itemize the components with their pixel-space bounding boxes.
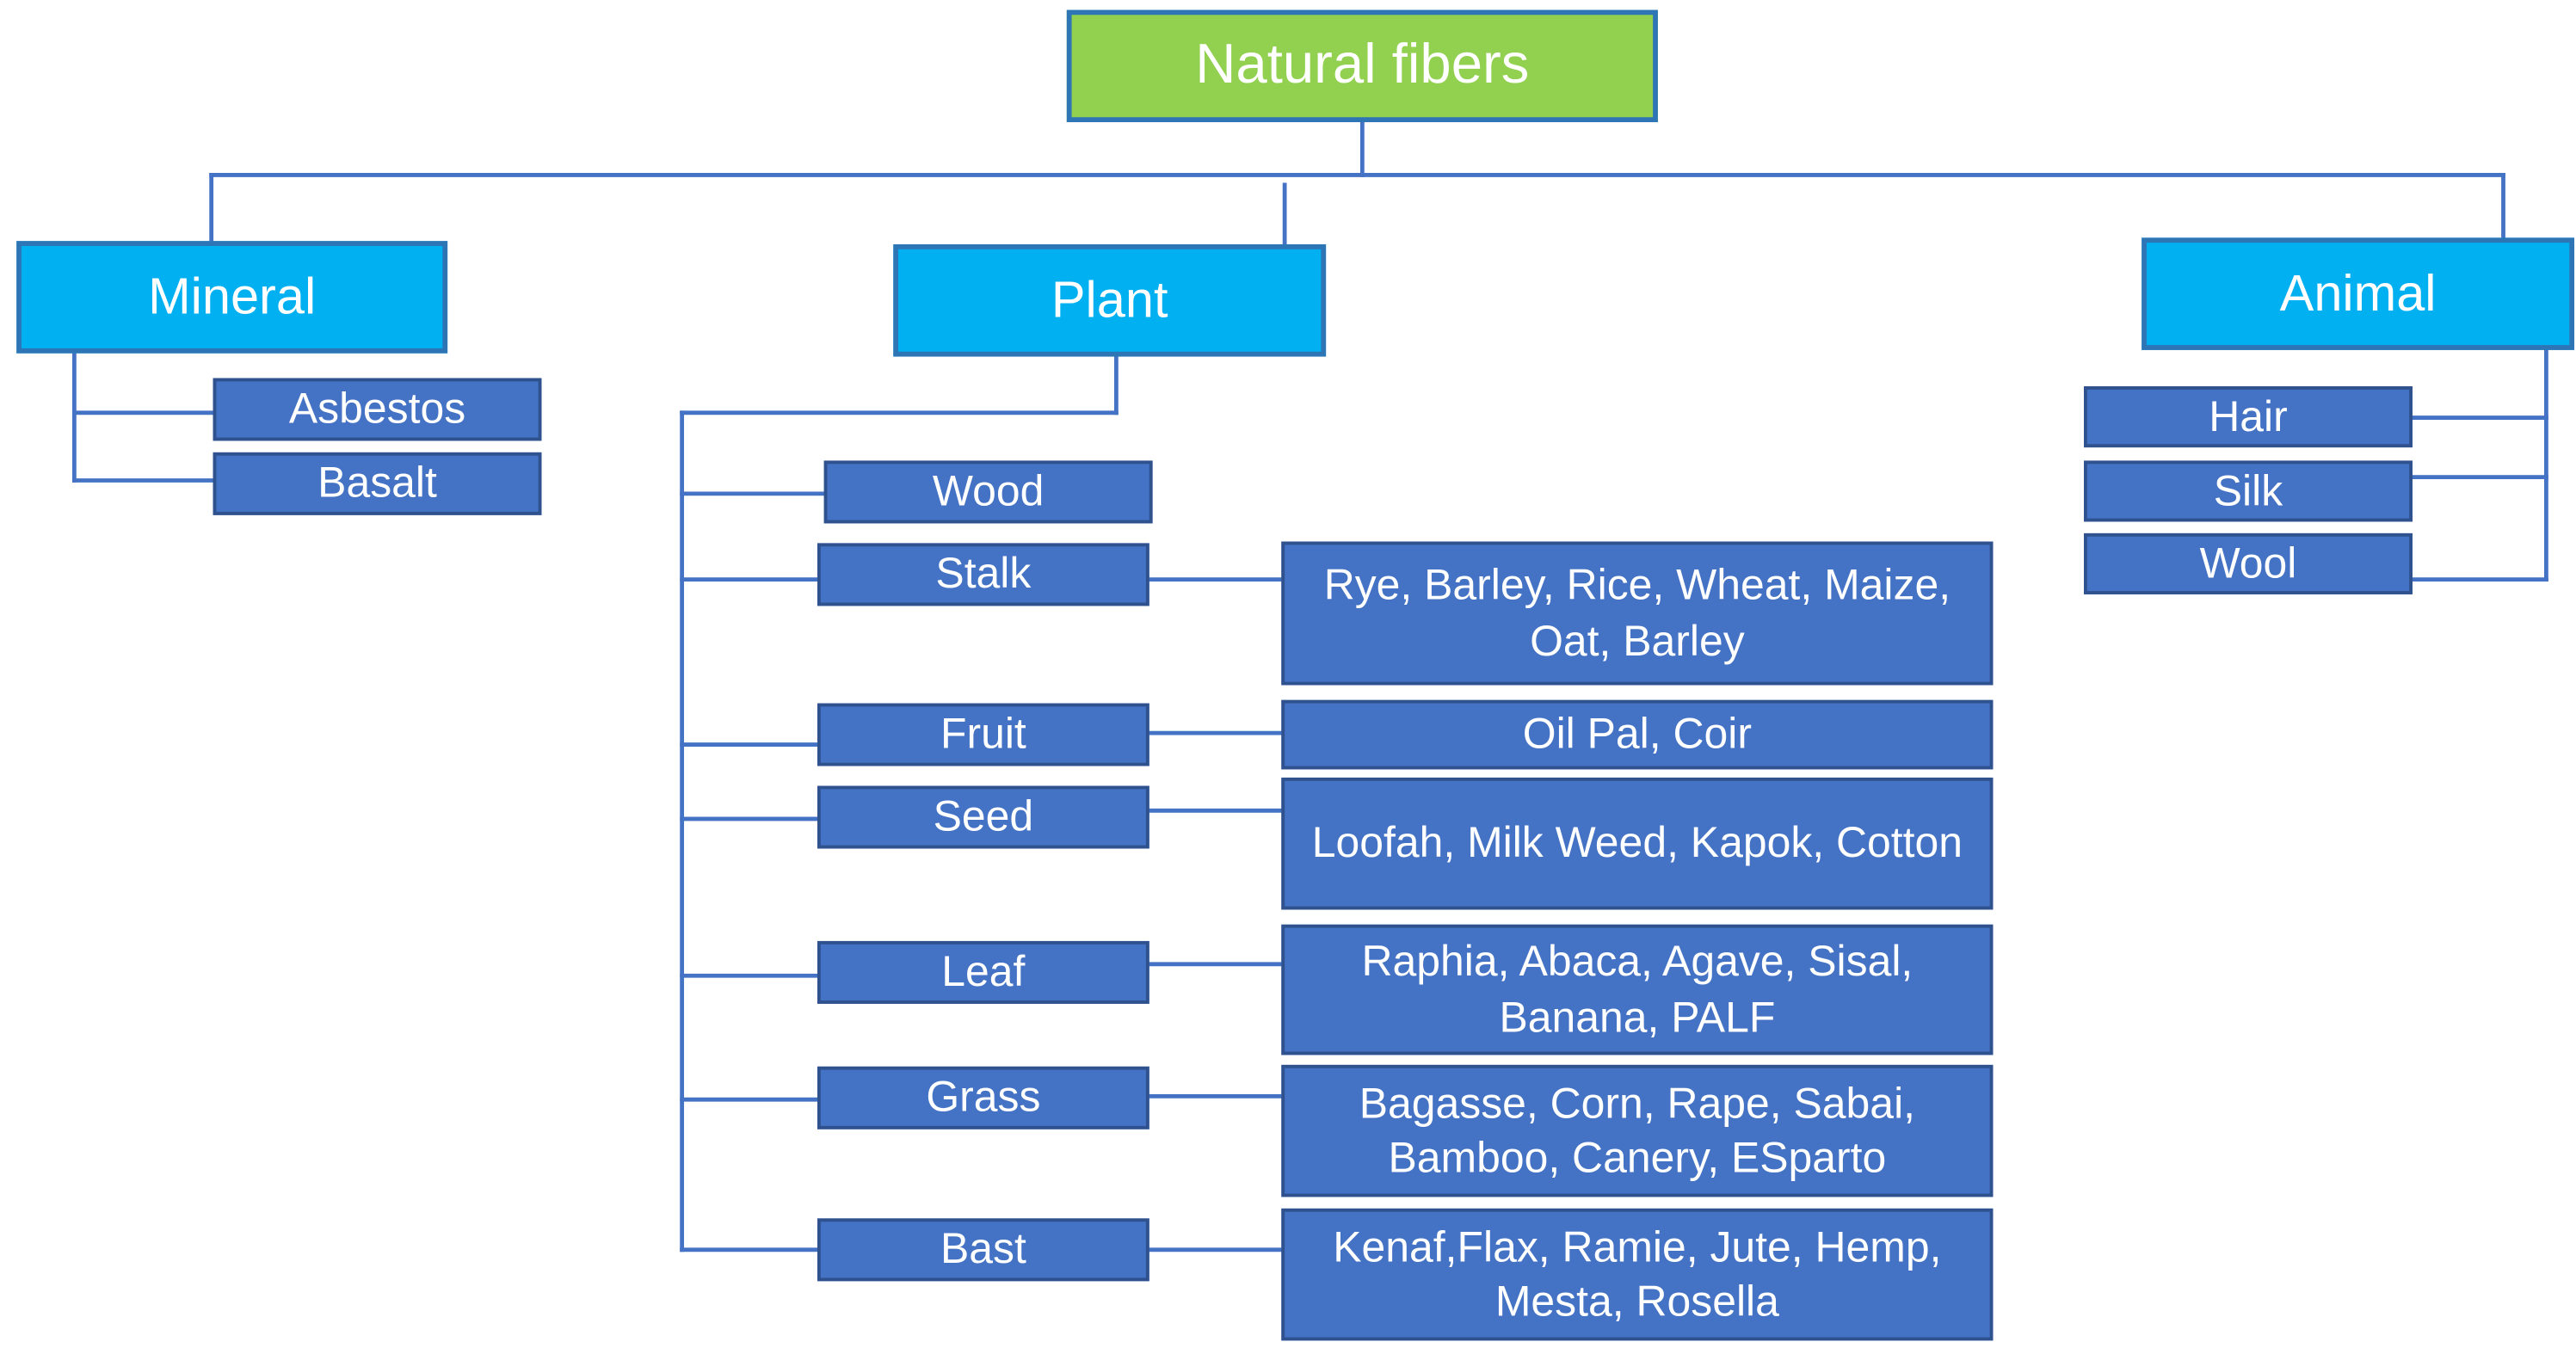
plant-node-fruit: Fruit — [817, 703, 1149, 766]
animal-node-wool: Wool — [2084, 532, 2413, 594]
root-node: Natural fibers — [1066, 9, 1658, 123]
category-mineral-label: Mineral — [148, 268, 317, 326]
animal-node-label: Wool — [2199, 538, 2297, 588]
animal-node-silk: Silk — [2084, 460, 2413, 522]
plant-examples-text: Raphia, Abaca, Agave, Sisal, Banana, PAL… — [1361, 936, 1914, 1042]
plant-node-label: Bast — [940, 1223, 1026, 1274]
category-plant-label: Plant — [1051, 271, 1168, 329]
animal-node-hair: Hair — [2084, 386, 2413, 448]
plant-node-label: Seed — [933, 791, 1034, 841]
animal-node-label: Hair — [2209, 391, 2288, 441]
plant-node-leaf: Leaf — [817, 940, 1149, 1004]
plant-examples-stalk: Rye, Barley, Rice, Wheat, Maize, Oat, Ba… — [1281, 541, 1994, 686]
plant-node-label: Wood — [932, 465, 1045, 516]
plant-node-bast: Bast — [817, 1218, 1149, 1282]
plant-examples-fruit: Oil Pal, Coir — [1281, 699, 1994, 770]
mineral-node-asbestos: Asbestos — [213, 378, 542, 441]
plant-node-grass: Grass — [817, 1066, 1149, 1129]
plant-node-label: Grass — [926, 1072, 1041, 1122]
plant-node-stalk: Stalk — [817, 543, 1149, 606]
plant-node-wood: Wood — [823, 460, 1153, 524]
plant-examples-leaf: Raphia, Abaca, Agave, Sisal, Banana, PAL… — [1281, 924, 1994, 1056]
plant-examples-text: Loofah, Milk Weed, Kapok, Cotton — [1311, 817, 1963, 868]
plant-examples-seed: Loofah, Milk Weed, Kapok, Cotton — [1281, 777, 1994, 910]
root-node-label: Natural fibers — [1195, 33, 1530, 96]
plant-node-seed: Seed — [817, 785, 1149, 849]
category-animal-label: Animal — [2279, 264, 2437, 323]
plant-node-label: Leaf — [941, 946, 1026, 996]
category-plant: Plant — [893, 244, 1327, 357]
plant-examples-text: Oil Pal, Coir — [1522, 709, 1752, 759]
category-mineral: Mineral — [16, 241, 448, 354]
mineral-node-label: Asbestos — [288, 383, 466, 434]
category-animal: Animal — [2142, 237, 2575, 350]
plant-examples-bast: Kenaf,Flax, Ramie, Jute, Hemp, Mesta, Ro… — [1281, 1208, 1994, 1341]
plant-examples-text: Kenaf,Flax, Ramie, Jute, Hemp, Mesta, Ro… — [1333, 1221, 1942, 1326]
animal-node-label: Silk — [2213, 465, 2283, 515]
mineral-node-label: Basalt — [317, 458, 437, 508]
plant-node-label: Stalk — [935, 548, 1032, 599]
mineral-node-basalt: Basalt — [213, 452, 542, 515]
plant-examples-grass: Bagasse, Corn, Rape, Sabai, Bamboo, Cane… — [1281, 1064, 1994, 1197]
plant-examples-text: Rye, Barley, Rice, Wheat, Maize, Oat, Ba… — [1323, 560, 1951, 665]
plant-node-label: Fruit — [940, 709, 1026, 759]
plant-examples-text: Bagasse, Corn, Rape, Sabai, Bamboo, Cane… — [1359, 1077, 1916, 1183]
